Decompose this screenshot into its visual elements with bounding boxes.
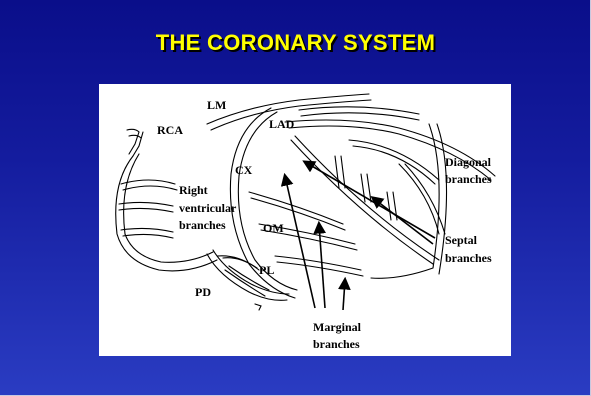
- pointer-arrows: [285, 162, 435, 310]
- label-pd: PD: [195, 285, 211, 299]
- label-rca: RCA: [157, 123, 183, 137]
- label-lad: LAD: [269, 117, 295, 131]
- label-septal-1: Septal: [445, 233, 478, 247]
- label-right-ventricular-3: branches: [179, 218, 226, 232]
- coronary-diagram: LM RCA LAD CX Diagonal branches Right ve…: [99, 84, 511, 356]
- label-diagonal-1: Diagonal: [445, 155, 492, 169]
- label-right-ventricular-2: ventricular: [179, 201, 237, 215]
- label-pl: PL: [259, 263, 274, 277]
- slide-title: THE CORONARY SYSTEM: [0, 30, 591, 56]
- label-right-ventricular-1: Right: [179, 183, 208, 197]
- label-marginal-1: Marginal: [313, 320, 362, 334]
- label-cx: CX: [235, 163, 253, 177]
- label-lm: LM: [207, 98, 226, 112]
- label-septal-2: branches: [445, 251, 492, 265]
- label-om: OM: [263, 221, 284, 235]
- label-diagonal-2: branches: [445, 172, 492, 186]
- label-marginal-2: branches: [313, 337, 360, 351]
